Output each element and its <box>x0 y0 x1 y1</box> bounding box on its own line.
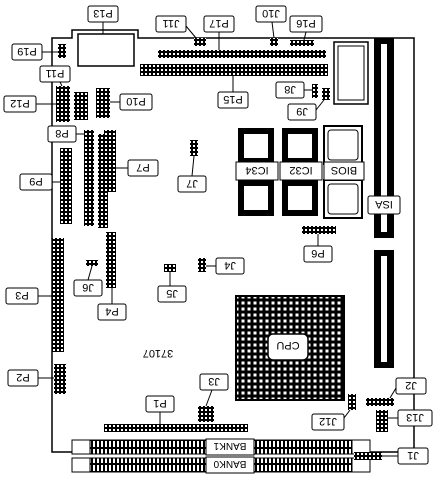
battery-module <box>333 41 369 105</box>
bank0-slot: BANK0 <box>71 456 371 474</box>
p17-connector: P17 <box>158 15 326 58</box>
isa-label: ISA <box>374 198 392 210</box>
j13-label: J13 <box>406 411 424 423</box>
bank1-slot: BANK1 <box>71 438 371 456</box>
j4-jumper: J4 <box>198 257 245 275</box>
board-number-text: 37107 <box>143 347 174 359</box>
p6-connector: P6 <box>302 226 336 263</box>
j10-jumper: J10 <box>255 5 287 46</box>
p7-label: P7 <box>136 161 149 173</box>
p16-label: P16 <box>296 17 316 29</box>
p12-connector: P12 <box>3 92 88 120</box>
p1-connector: P1 <box>104 395 248 432</box>
j10-label: J10 <box>262 7 280 19</box>
bank1-label: BANK1 <box>213 440 246 451</box>
p4-label: P4 <box>105 305 118 317</box>
bios-chip: BIOS <box>323 125 365 219</box>
j5-label: J5 <box>166 287 178 299</box>
j3-label: J3 <box>208 375 220 387</box>
cpu-label: CPU <box>276 339 299 351</box>
j1-label: J1 <box>407 449 419 461</box>
j13-jumper: J13 <box>376 409 433 432</box>
p11-connector: P11 <box>39 65 71 122</box>
j8-jumper: J8 <box>275 81 318 99</box>
isa-slot: ISA <box>367 38 401 368</box>
j6-jumper: J6 <box>73 260 103 297</box>
j2-jumper: J2 <box>366 377 427 406</box>
p3-label: P3 <box>15 289 28 301</box>
p19-label: P19 <box>17 45 37 57</box>
j5-jumper: J5 <box>157 264 187 303</box>
j3-jumper: J3 <box>198 373 229 422</box>
j4-label: J4 <box>224 259 236 271</box>
ic32-socket: IC32 <box>279 128 323 216</box>
p13-connector: P13 <box>77 5 135 67</box>
p7-connector: P7 <box>104 130 159 192</box>
bank0-label: BANK0 <box>213 458 246 469</box>
j7-jumper: J7 <box>177 140 207 193</box>
j11-label: J11 <box>163 17 180 29</box>
j1-jumper: J1 <box>354 447 429 465</box>
p2-connector: P2 <box>7 364 66 394</box>
j6-label: J6 <box>82 281 94 293</box>
j2-label: J2 <box>405 379 417 391</box>
p10-label: P10 <box>126 95 146 107</box>
p9-label: P9 <box>29 175 42 187</box>
p12-label: P12 <box>10 97 30 109</box>
ic32-label: IC32 <box>289 164 312 176</box>
j11-jumper: J11 <box>155 15 206 46</box>
p8-label: P8 <box>55 127 68 139</box>
p15-connector: P15 <box>140 64 328 109</box>
j9-jumper: J9 <box>287 88 330 121</box>
p3-connector: P3 <box>5 238 64 352</box>
p10-connector: P10 <box>96 88 153 118</box>
p8-connector: P8 <box>47 125 94 226</box>
p16-connector: P16 <box>289 15 323 46</box>
p2-label: P2 <box>16 371 29 383</box>
ic34-label: IC34 <box>245 164 268 176</box>
j12-label: J12 <box>319 415 337 427</box>
p15-label: P15 <box>223 93 243 105</box>
board-number: 37107 <box>143 347 174 359</box>
p19-connector: P19 <box>11 43 66 61</box>
p9-connector: P9 <box>19 148 72 224</box>
j7-label: J7 <box>186 177 198 189</box>
ic34-socket: IC34 <box>235 128 279 216</box>
p17-label: P17 <box>209 17 229 29</box>
p13-label: P13 <box>93 7 113 19</box>
cpu-socket: CPU <box>235 295 345 401</box>
j8-label: J8 <box>284 83 296 95</box>
j9-label: J9 <box>296 105 308 117</box>
p11-label: P11 <box>46 67 65 79</box>
p8-connector-b <box>98 134 108 228</box>
bios-label: BIOS <box>331 164 357 176</box>
p4-connector: P4 <box>97 232 127 321</box>
p6-label: P6 <box>311 247 324 259</box>
j12-jumper: J12 <box>311 394 356 431</box>
p1-label: P1 <box>153 397 166 409</box>
